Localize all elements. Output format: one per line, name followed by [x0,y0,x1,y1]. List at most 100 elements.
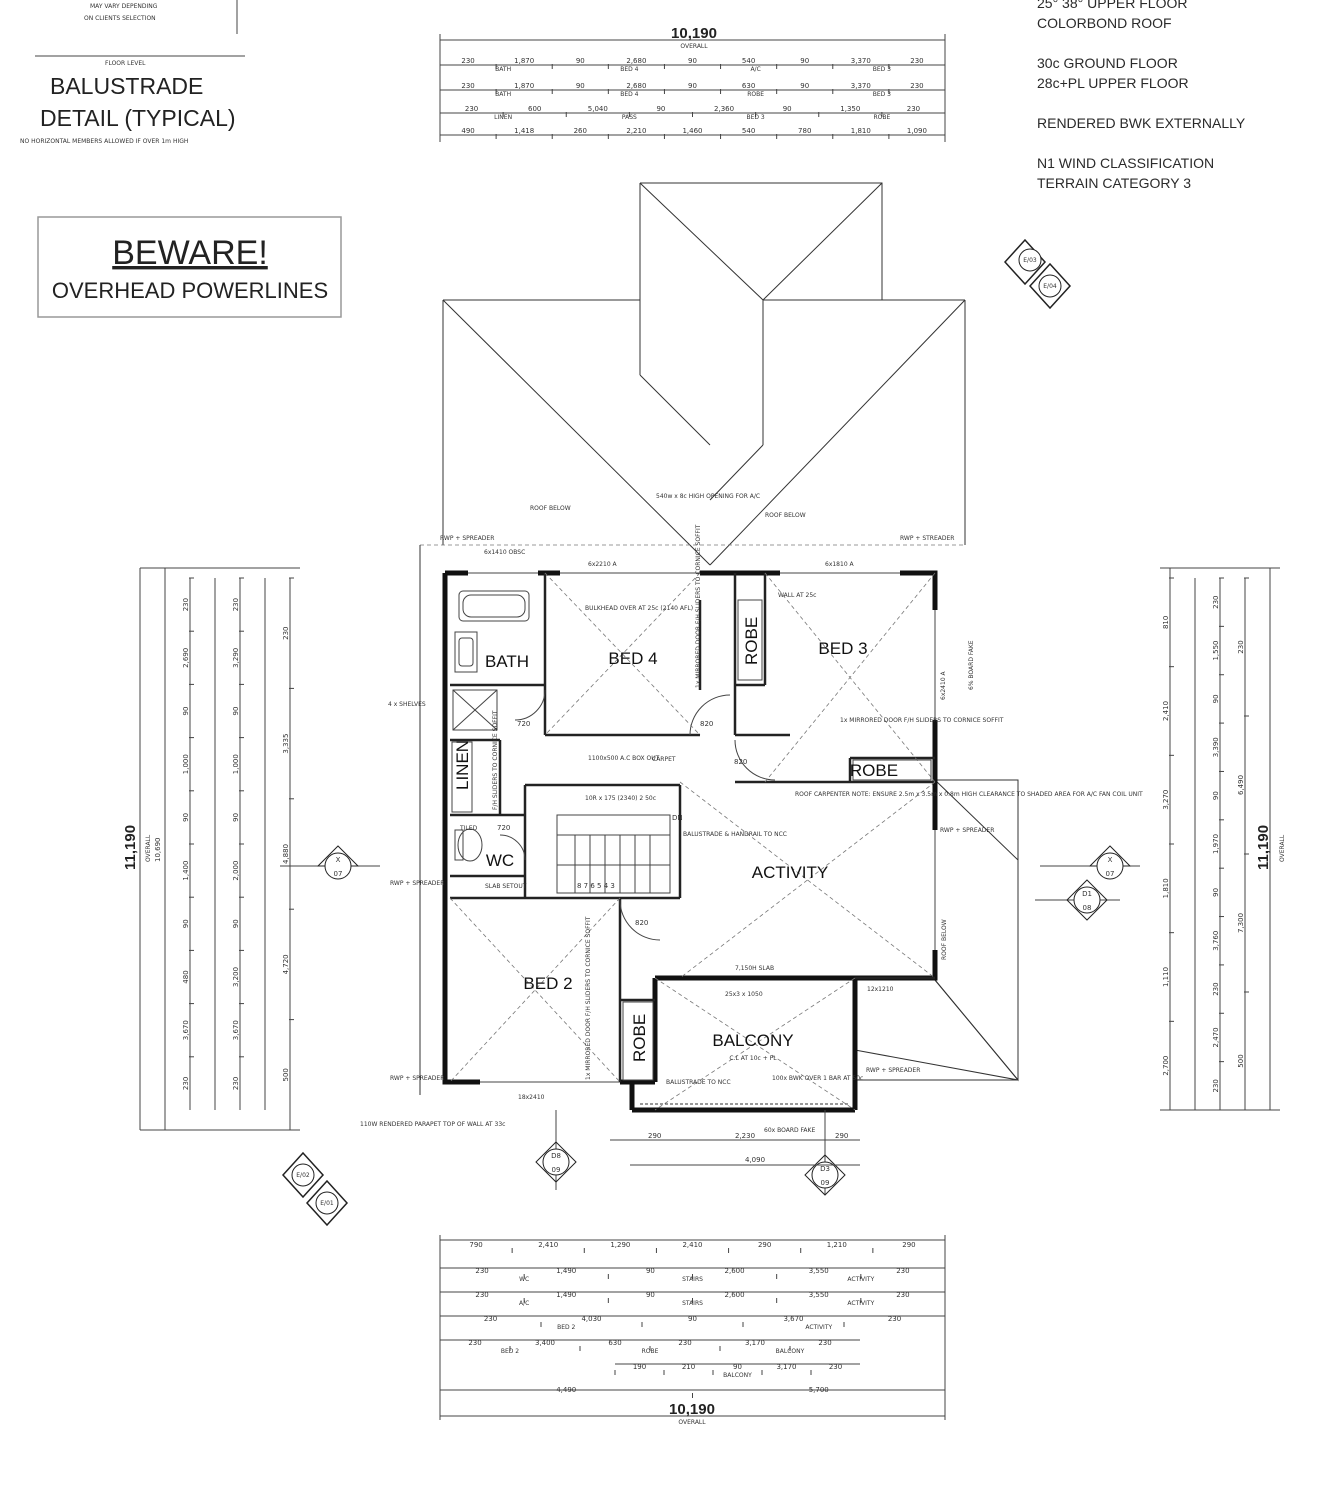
dim-value: 1,210 [827,1241,847,1249]
dim-value: 4,880 [282,844,290,864]
dim-value: 230 [461,57,474,65]
dim-value: 90 [182,813,190,822]
dim-value: 1,810 [1162,878,1170,898]
dim-value: 3,390 [1212,737,1220,757]
dim-value: 4,490 [556,1386,576,1394]
room-bath: BATH [485,652,529,671]
dim-value: 6,490 [1237,775,1245,795]
dim-value: 1,000 [232,754,240,774]
staircase [556,814,671,894]
note-balcony-rwp: 100x BWK OVER 1 BAR AT 50c [772,1075,863,1082]
elevation-marker-e03-e04: E/03 E/04 [1003,238,1072,310]
dim-value: 230 [896,1291,909,1299]
dim-label: A/C [750,66,760,73]
room-robe-bed2: ROBE [630,1014,649,1062]
dim-value: 230 [1237,640,1245,653]
warning-title: BEWARE! [112,234,268,272]
note-bed2-window: 18x2410 [518,1094,545,1101]
dim-label: BED 3 [746,114,764,121]
dim-label: BALCONY [723,1372,752,1379]
dim-label: ROBE [873,114,890,121]
dim-value: 290 [648,1132,661,1140]
dim-value: 1,810 [851,127,871,135]
room-robe-bed3: ROBE [850,761,898,780]
dim-value: 90 [688,1315,697,1323]
dim-value: 190 [633,1363,646,1371]
marker-d1: D1 [1082,890,1092,898]
dim-label: BED 2 [557,1324,575,1331]
dim-value: 3,170 [776,1363,796,1371]
dim-value: 230 [475,1267,488,1275]
dim-value: 500 [282,1068,290,1081]
dim-value: 2,410 [1162,701,1170,721]
dim-value: 230 [896,1267,909,1275]
dim-value: 90 [232,813,240,822]
dim-value: 90 [646,1267,655,1275]
dim-value: 1,000 [182,754,190,774]
dim-value: 3,370 [851,82,871,90]
plan-annotations: 6x1410 OBSC 6x2210 A 6x1810 A BULKHEAD O… [360,524,1143,1134]
dim-value: 230 [232,1077,240,1090]
section-marker-right: X 07 [1040,845,1140,880]
dim-value: 3,760 [1212,931,1220,951]
dim-label: BED 3 [873,91,891,98]
note-bed3-robe: 1x MIRRORED DOOR F/H SLIDERS TO CORNICE … [840,717,1004,724]
dim-value: 230 [182,1077,190,1090]
roof-below-right: ROOF BELOW [765,512,806,519]
note-shelves: 4 x SHELVES [388,701,426,708]
marker-x-left: X [336,856,341,864]
dim-value: 7,300 [1237,913,1245,933]
marker-d3: D3 [820,1165,830,1173]
dim-value: 3,550 [809,1291,829,1299]
note-rwp-bl: RWP + SPREADER [390,1075,444,1082]
dim-label: STAIRS [682,1276,703,1283]
dim-value: 4,030 [581,1315,601,1323]
dim-value: 5,700 [809,1386,829,1394]
note-rwp-right: RWP + SPREADER [940,827,994,834]
dim-value: 90 [733,1363,742,1371]
room-linen: LINEN [453,740,472,790]
spec-note: TERRAIN CATEGORY 3 [1037,175,1191,191]
dim-value: 2,000 [232,861,240,881]
left-overall-label: OVERALL [145,834,152,862]
dim-value: 90 [783,105,792,113]
dim-value: 790 [469,1241,482,1249]
dim-value: 5,040 [588,105,608,113]
dim-value: 2,410 [682,1241,702,1249]
note-bed2-robe: 1x MIRRORED DOOR F/H SLIDERS TO CORNICE … [585,916,592,1080]
spec-note: COLORBOND ROOF [1037,15,1172,31]
right-dimensions: 11,190 OVERALL 8102,4103,2701,8101,1102,… [1160,567,1286,1111]
balcony-bottom-dims: 290 2,230 290 4,090 [610,1132,860,1166]
dim-value: 230 [910,57,923,65]
dim-value: 1,460 [682,127,702,135]
door-swings [499,689,776,941]
note-door-820: 820 [700,720,713,728]
left-dimensions: 11,190 OVERALL 10,690 2302,690901,000901… [122,567,300,1131]
dim-value: 3,200 [232,967,240,987]
dim-value: 230 [907,105,920,113]
dim-value: 1,970 [1212,834,1220,854]
left-overall-dim: 11,190 [122,825,139,870]
dim-value: 1,490 [556,1291,576,1299]
dim-value: 230 [468,1339,481,1347]
note-window-tr: 6x1810 A [825,561,855,568]
dim-value: 3,270 [1162,790,1170,810]
dim-value: 210 [682,1363,695,1371]
dim-value: 2,360 [714,105,734,113]
dim-value: 2,680 [626,82,646,90]
dim-value: 500 [1237,1054,1245,1067]
dim-value: 2,410 [538,1241,558,1249]
dim-label: BED 4 [620,66,638,73]
dim-value: 630 [608,1339,621,1347]
dim-value: 230 [182,598,190,611]
dim-label: ROBE [642,1348,659,1355]
detail-marker-d8: D8 09 [535,1110,577,1190]
note-window-tm: 6x2210 A [588,561,618,568]
dim-value: 810 [1162,616,1170,629]
dim-label: BALCONY [776,1348,805,1355]
dim-value: 230 [829,1363,842,1371]
dim-value: 1,418 [514,127,534,135]
